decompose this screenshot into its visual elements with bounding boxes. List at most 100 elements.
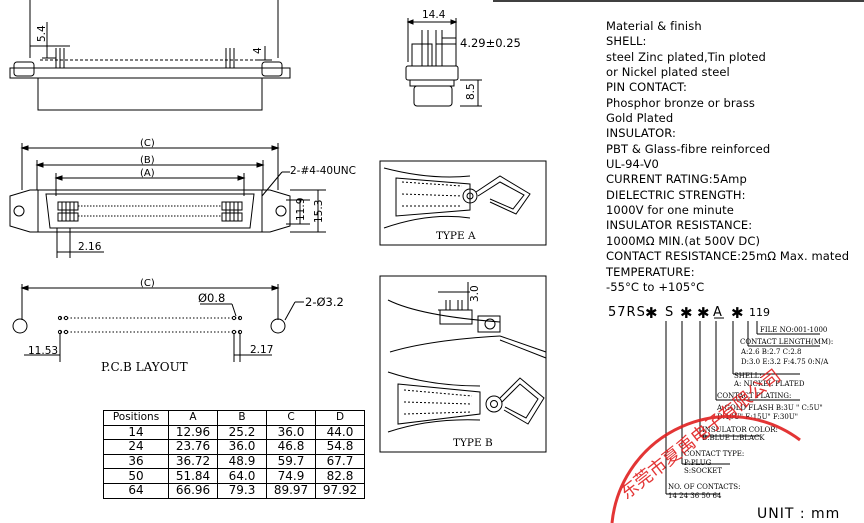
pcb-dim-2-17: 2.17 bbox=[250, 344, 273, 356]
part-number-tree bbox=[665, 317, 820, 495]
dim-4-29: 4.29±0.25 bbox=[460, 36, 521, 50]
pn-file-no: FILE NO:001-1000 bbox=[760, 326, 827, 334]
table-cell: 79.3 bbox=[217, 482, 267, 499]
spec-line: CONTACT RESISTANCE:25mΩ Max. mated bbox=[606, 249, 850, 264]
table-cell: 64.0 bbox=[217, 468, 267, 484]
table-cell: 66.96 bbox=[168, 482, 218, 499]
table-cell: 82.8 bbox=[315, 468, 365, 484]
table-cell: 14 bbox=[103, 424, 169, 441]
spec-line: INSULATOR RESISTANCE: bbox=[606, 218, 753, 233]
table-cell: 46.8 bbox=[266, 439, 316, 455]
pn-contacts-title: NO. OF CONTACTS: bbox=[668, 483, 740, 491]
table-cell: 44.0 bbox=[315, 424, 365, 441]
spec-line: 1000MΩ MIN.(at 500V DC) bbox=[606, 233, 761, 248]
table-cell: 36 bbox=[103, 453, 169, 470]
table-cell: 25.2 bbox=[217, 424, 267, 441]
pn-shell-1: A: NICKEL PLATED bbox=[733, 380, 805, 388]
pn-plating-title: CONTACT PLATING: bbox=[717, 392, 791, 400]
pcb-dim-11-53: 11.53 bbox=[28, 345, 58, 357]
dim-b: (B) bbox=[140, 155, 155, 166]
table-header: D bbox=[315, 410, 365, 426]
table-cell: 97.92 bbox=[315, 482, 365, 499]
pn-insulator-1: B:BLUE L:BLACK bbox=[702, 434, 765, 442]
spec-line: UL-94-V0 bbox=[606, 157, 659, 172]
pn-suffix: 119 bbox=[749, 306, 770, 319]
table-row: 36 36.72 48.9 59.7 67.7 bbox=[103, 453, 365, 470]
table-row: 50 51.84 64.0 74.9 82.8 bbox=[103, 468, 365, 484]
pcb-dim-c: (C) bbox=[140, 278, 155, 289]
pn-length-title: CONTACT LENGTH(MM): bbox=[740, 338, 833, 346]
type-b-dim: 3.0 bbox=[469, 285, 481, 302]
dim-thread: 2-#4-40UNC bbox=[290, 165, 356, 177]
pn-type-2: S:SOCKET bbox=[684, 467, 722, 475]
table-cell: 36.0 bbox=[217, 439, 267, 455]
dim-a: (A) bbox=[140, 168, 155, 179]
type-a-label: TYPE A bbox=[436, 230, 476, 242]
table-cell: 24 bbox=[103, 439, 169, 455]
table-cell: 74.9 bbox=[266, 468, 316, 484]
pcb-layout-title: P.C.B LAYOUT bbox=[101, 360, 188, 374]
pcb-dim-mount: 2-Ø3.2 bbox=[305, 295, 344, 309]
spec-line: SHELL: bbox=[606, 34, 647, 49]
table-cell: 67.7 bbox=[315, 453, 365, 470]
spec-line: 1000V for one minute bbox=[606, 203, 734, 218]
dim-5-4: 5.4 bbox=[36, 25, 48, 42]
pn-type-title: CONTACT TYPE: bbox=[684, 450, 744, 458]
pn-insulator-title: INSULATOR COLOR: bbox=[702, 426, 778, 434]
table-cell: 23.76 bbox=[168, 439, 218, 455]
main-view bbox=[9, 143, 326, 258]
positions-table: Positions A B C D 14 12.96 25.2 36.0 44.… bbox=[103, 410, 365, 499]
spec-line: Material & finish bbox=[606, 19, 702, 33]
spec-line: DIELECTRIC STRENGTH: bbox=[606, 187, 746, 202]
spec-block: Material & finish SHELL: steel Zinc plat… bbox=[606, 19, 849, 295]
table-cell: 54.8 bbox=[315, 439, 365, 455]
dim-8-5: 8.5 bbox=[465, 83, 477, 100]
spec-line: CURRENT RATING:5Amp bbox=[606, 172, 747, 187]
table-cell: 12.96 bbox=[168, 424, 218, 441]
dim-2-16: 2.16 bbox=[78, 241, 102, 253]
pn-contacts-1: 14 24 36 50 64 bbox=[668, 492, 722, 500]
pn-seg-s: S bbox=[665, 305, 673, 320]
pcb-dim-hole: Ø0.8 bbox=[198, 291, 225, 305]
table-row: 64 66.96 79.3 89.97 97.92 bbox=[103, 482, 365, 499]
table-cell: 51.84 bbox=[168, 468, 218, 484]
pn-shell-title: SHELL: bbox=[734, 372, 762, 380]
spec-line: steel Zinc plated,Tin ploted bbox=[606, 49, 766, 64]
spec-line: or Nickel plated steel bbox=[606, 65, 730, 80]
pn-type-1: P:PLUG bbox=[684, 459, 712, 467]
unit-label: UNIT : mm bbox=[757, 506, 841, 522]
table-header: Positions bbox=[103, 410, 169, 426]
table-header: B bbox=[217, 410, 267, 426]
spec-line: TEMPERATURE: bbox=[606, 264, 695, 279]
spec-line: PBT & Glass-fibre reinforced bbox=[606, 141, 771, 156]
type-a-view bbox=[379, 160, 547, 246]
table-cell: 89.97 bbox=[266, 482, 316, 499]
side-view bbox=[9, 0, 291, 111]
pcb-layout bbox=[12, 284, 304, 362]
dim-4: 4 bbox=[252, 47, 264, 54]
spec-line: Gold Plated bbox=[606, 111, 674, 126]
spec-line: -55°C to +105°C bbox=[606, 279, 705, 294]
type-b-label: TYPE B bbox=[453, 437, 493, 449]
table-cell: 36.72 bbox=[168, 453, 218, 470]
table-cell: 36.0 bbox=[266, 424, 316, 441]
table-cell: 59.7 bbox=[266, 453, 316, 470]
pn-length-1: A:2.6 B:2.7 C:2.8 bbox=[740, 348, 801, 356]
spec-line: Phosphor bronze or brass bbox=[606, 95, 756, 110]
pn-plating-1: A:GOLD FLASH B:3U " C:5U" bbox=[716, 404, 823, 412]
dim-14-4: 14.4 bbox=[422, 9, 446, 21]
table-header: C bbox=[266, 410, 316, 426]
table-cell: 48.9 bbox=[217, 453, 267, 470]
table-row: 14 12.96 25.2 36.0 44.0 bbox=[103, 424, 365, 441]
table-header-row: Positions A B C D bbox=[103, 410, 365, 426]
type-b-view bbox=[379, 275, 547, 453]
spec-line: PIN CONTACT: bbox=[606, 80, 687, 95]
pn-star-1: ✱ bbox=[645, 304, 658, 322]
dim-11-9: 11.9 bbox=[295, 198, 307, 221]
table-cell: 64 bbox=[103, 482, 169, 499]
pn-length-2: D:3.0 E:3.2 F:4.75 0:N/A bbox=[741, 358, 829, 366]
pn-star-4: ✱ bbox=[731, 304, 744, 322]
table-header: A bbox=[168, 410, 218, 426]
pn-seg-a: A bbox=[713, 305, 722, 320]
